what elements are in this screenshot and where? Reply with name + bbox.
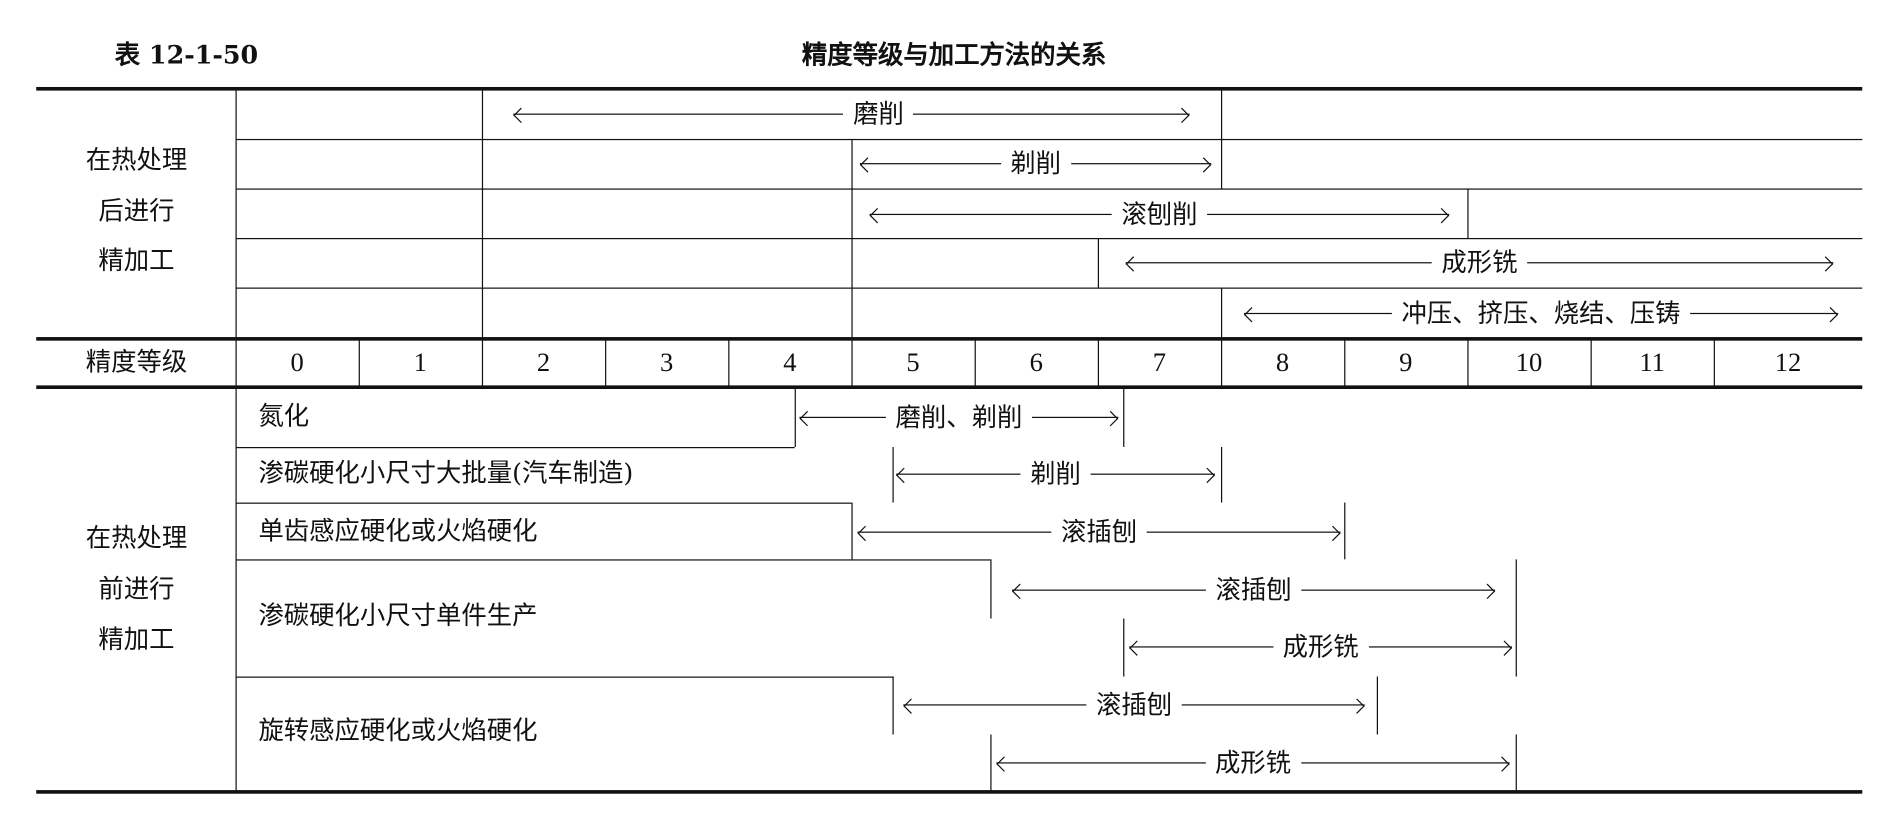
grade-col-line xyxy=(1097,338,1100,387)
col-line xyxy=(1220,287,1223,339)
method-label: 滚刨削 xyxy=(1111,202,1208,228)
grade-col-line xyxy=(605,338,607,387)
range-arrow: 剃削 xyxy=(896,461,1215,488)
range-arrow: 滚插刨 xyxy=(903,692,1365,719)
table-number: 表 12-1-50 xyxy=(114,39,259,70)
grade-cell: 8 xyxy=(1275,346,1290,377)
col-line xyxy=(990,734,992,792)
grade-cell: 11 xyxy=(1639,346,1665,377)
row-line xyxy=(235,559,991,561)
grade-cell: 5 xyxy=(906,346,920,377)
range-arrow: 剃削 xyxy=(859,151,1212,177)
grade-col-line xyxy=(728,338,730,387)
col-line xyxy=(1220,88,1223,189)
table-title: 精度等级与加工方法的关系 xyxy=(801,39,1107,70)
treatment-label: 旋转感应硬化或火焰硬化 xyxy=(258,715,538,745)
range-arrow: 冲压、挤压、烧结、压铸 xyxy=(1243,301,1839,327)
range-arrow: 成形铣 xyxy=(996,750,1510,777)
grade-cell: 6 xyxy=(1029,346,1043,377)
grade-col-line xyxy=(1344,338,1346,387)
col-line xyxy=(794,386,796,447)
range-arrow: 成形铣 xyxy=(1125,250,1834,277)
range-arrow: 成形铣 xyxy=(1129,634,1513,661)
row-line xyxy=(235,237,1863,240)
treatment-label: 渗碳硬化小尺寸大批量(汽车制造) xyxy=(258,458,634,488)
grade-cell: 2 xyxy=(536,346,551,377)
row-line xyxy=(235,188,1863,190)
col-line xyxy=(851,138,853,339)
grade-cell: 4 xyxy=(783,346,797,377)
col-line xyxy=(851,502,853,560)
method-label: 滚插刨 xyxy=(1205,577,1302,604)
col-line xyxy=(1220,446,1223,503)
grade-cell: 3 xyxy=(660,346,674,377)
col-line xyxy=(990,559,992,619)
range-arrow: 磨削、剃削 xyxy=(799,405,1119,431)
method-label: 冲压、挤压、烧结、压铸 xyxy=(1391,301,1691,327)
row-line xyxy=(235,138,1863,141)
row-line xyxy=(235,676,894,678)
col-line xyxy=(481,88,484,339)
grade-col-line xyxy=(1713,338,1715,387)
method-label: 滚插刨 xyxy=(1086,692,1182,719)
method-label: 成形铣 xyxy=(1272,634,1369,661)
grade-cell: 7 xyxy=(1152,346,1167,377)
grade-col-line xyxy=(851,338,853,387)
method-label: 成形铣 xyxy=(1205,750,1301,777)
col-line xyxy=(1515,559,1517,677)
treatment-label: 渗碳硬化小尺寸单件生产 xyxy=(258,601,538,631)
grade-cell: 10 xyxy=(1515,346,1543,377)
treatment-label: 氮化 xyxy=(258,401,310,431)
col-line xyxy=(1376,676,1378,735)
section-label-after: 精加工 xyxy=(98,245,175,275)
treatment-label: 单齿感应硬化或火焰硬化 xyxy=(258,516,538,546)
grade-col-line xyxy=(358,338,360,387)
method-label: 剃削 xyxy=(1020,461,1091,488)
range-arrow: 磨削 xyxy=(513,101,1190,128)
col-line xyxy=(892,446,894,503)
bottom-rule xyxy=(36,790,1863,794)
grade-row-bottom-rule xyxy=(36,385,1863,390)
method-label: 滚插刨 xyxy=(1051,519,1147,546)
grade-col-line xyxy=(974,338,976,387)
grade-col-line xyxy=(1220,338,1223,387)
grade-row-top-rule xyxy=(36,337,1863,341)
grade-col-line xyxy=(1467,338,1469,387)
method-label: 磨削、剃削 xyxy=(885,405,1032,431)
grade-header: 精度等级 xyxy=(85,347,188,377)
col-line xyxy=(1467,188,1469,238)
grade-col-line xyxy=(481,338,484,387)
row-line xyxy=(235,287,1863,289)
section-label-after: 在热处理 xyxy=(85,145,188,175)
col-line xyxy=(1123,386,1125,447)
grade-cell: 0 xyxy=(290,346,304,377)
grade-cell: 12 xyxy=(1774,346,1802,377)
row-line xyxy=(235,502,852,504)
col-line xyxy=(1344,502,1346,560)
grade-col-line xyxy=(1590,338,1592,387)
col-line xyxy=(1515,734,1517,792)
range-arrow: 滚刨削 xyxy=(869,202,1450,228)
section-label-before: 前进行 xyxy=(98,574,175,604)
method-label: 成形铣 xyxy=(1431,250,1528,277)
section-label-before: 在热处理 xyxy=(85,523,188,553)
method-label: 剃削 xyxy=(1000,151,1071,177)
grade-cell: 1 xyxy=(413,346,427,377)
section-label-after: 后进行 xyxy=(98,196,175,226)
grade-cell: 9 xyxy=(1399,346,1413,377)
section-label-before: 精加工 xyxy=(98,625,175,655)
col-line xyxy=(1097,237,1100,288)
range-arrow: 滚插刨 xyxy=(1012,577,1496,604)
col-line xyxy=(1123,618,1125,677)
label-column-divider xyxy=(235,88,237,792)
top-rule xyxy=(36,86,1863,91)
row-line xyxy=(235,446,795,449)
col-line xyxy=(892,676,894,735)
method-label: 磨削 xyxy=(843,101,914,128)
range-arrow: 滚插刨 xyxy=(857,519,1341,546)
